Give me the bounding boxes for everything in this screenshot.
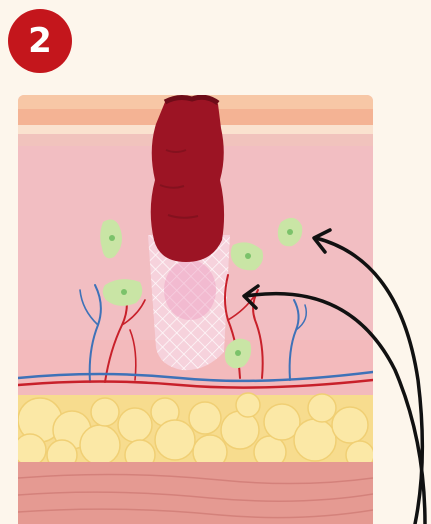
step-number: 2: [28, 24, 52, 58]
fibroblast-cell: [103, 279, 143, 306]
blood-clot: [151, 98, 224, 262]
step-number-badge: 2: [8, 9, 72, 73]
